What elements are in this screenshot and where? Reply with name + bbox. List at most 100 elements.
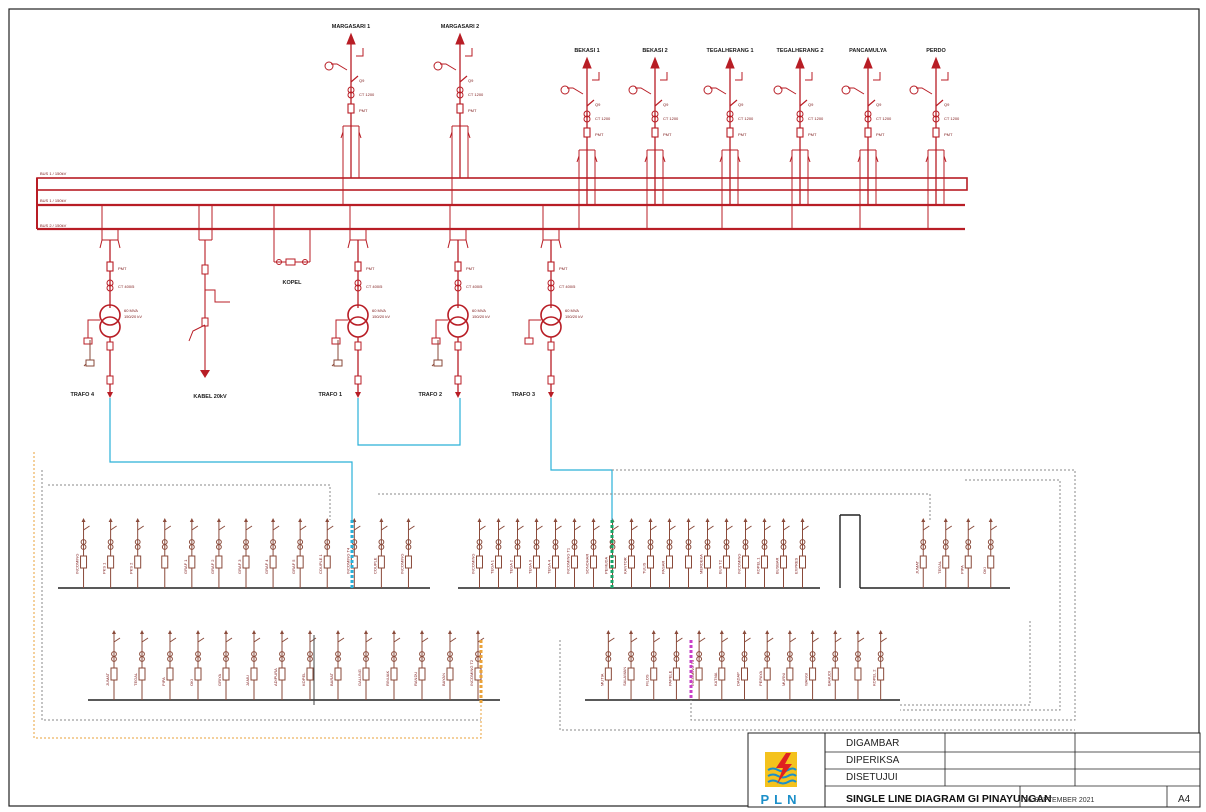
ct-symbol (723, 544, 730, 550)
ct-symbol (855, 656, 861, 662)
cubicle-switch (789, 637, 797, 643)
circuit-breaker (454, 341, 462, 351)
feeder-cubicle: INCOMING (399, 518, 415, 588)
ngr-line (435, 319, 448, 338)
cubicle-switch (698, 637, 706, 643)
disconnector (459, 75, 468, 83)
transformer-label: TRAFO 3 (511, 392, 535, 398)
busbar-label: BUS 2 / 150kV (40, 223, 67, 228)
disconnector (799, 99, 808, 107)
cubicle-switch (218, 525, 226, 531)
cubicle-switch (745, 525, 752, 531)
cubicle-switch (945, 525, 953, 531)
ct-symbol (447, 656, 453, 662)
feeder-cubicle: RANDU (413, 630, 429, 700)
cubicle-label: OKI (982, 567, 987, 574)
ct-symbol (547, 284, 555, 292)
cubicle-switch (630, 637, 638, 643)
cubicle-switch (110, 525, 117, 531)
circuit-breaker (547, 375, 555, 385)
cubicle-arrow (252, 630, 256, 634)
cubicle-label: INCOMING T2 (469, 659, 474, 686)
ct-symbol (476, 544, 483, 550)
equipment-label: Q9 (944, 102, 950, 107)
circuit-breaker (201, 317, 209, 327)
ct-symbol (456, 91, 464, 99)
cubicle-label: GRAF 5 (291, 559, 296, 574)
cubicle-switch (967, 525, 975, 531)
logo-wave (767, 779, 797, 785)
bay-arrow (200, 370, 210, 378)
ct-symbol (454, 284, 462, 292)
circuit-breaker (650, 667, 658, 681)
cubicle-label: SONOHAR (585, 554, 590, 574)
cubicle-label: PAPELE (667, 670, 672, 686)
cubicle-arrow (280, 630, 284, 634)
equipment-label: CT 1200 (595, 116, 611, 121)
ct-symbol (673, 656, 680, 662)
cubicle-switch (922, 525, 930, 531)
cubicle-arrow (724, 518, 729, 522)
cubicle-label: PIPA (959, 565, 964, 574)
cubicle-label: BUS T2 (718, 559, 723, 574)
feeder-cubicle: KOPEL (301, 630, 317, 700)
cubicle-arrow (833, 630, 838, 634)
ct-symbol (799, 544, 806, 550)
cubicle-label: INCOMING (75, 554, 80, 574)
feeder-cubicle: INCOMING T3 (690, 630, 706, 700)
feeder-label: TEGALHERANG 2 (776, 48, 823, 54)
disconnector (350, 75, 359, 83)
cubicle-label: KOPEL 1 (756, 557, 761, 574)
cubicle-arrow (196, 630, 200, 634)
transformer-label: TRAFO 4 (70, 392, 94, 398)
cubicle-label: PIPA (161, 677, 166, 686)
cubicle-label: GALUNG (357, 669, 362, 686)
cubicle-arrow (534, 518, 539, 522)
circuit-breaker (723, 555, 730, 569)
cubicle-arrow (553, 518, 558, 522)
arrester-line (805, 72, 813, 81)
equipment-label: 150/20 kV (565, 314, 583, 319)
cubicle-switch (365, 637, 373, 643)
arrester-line (660, 72, 668, 81)
feeder-cubicle: GRAF 1 (183, 518, 199, 588)
cubicle-label: INCOMING T3 (690, 659, 695, 686)
feeder-cubicle: SONOHAR (585, 518, 600, 588)
feeder-cubicle: PIPA (959, 518, 975, 588)
cubicle-switch (393, 637, 401, 643)
equipment-label: Q9 (468, 78, 474, 83)
cubicle-label: SALAMAN (622, 667, 627, 686)
equipment-label: Q9 (663, 102, 669, 107)
feeder-cubicle: BAYAN (441, 630, 457, 700)
equipment-label: PMT (595, 132, 604, 137)
earth-switch (331, 63, 348, 71)
feeder-cubicle: TEGA 2 (509, 518, 524, 588)
circuit-breaker (106, 375, 114, 385)
aux-element (85, 359, 95, 367)
circuit-breaker (583, 127, 591, 138)
cubicle-arrow (308, 630, 312, 634)
cubicle-arrow (921, 518, 926, 522)
transformer-secondary (540, 316, 562, 338)
cubicle-arrow (781, 518, 786, 522)
ct-symbol (354, 284, 362, 292)
title-block-row-label: DIGAMBAR (846, 738, 899, 749)
equipment-label: PMT (466, 266, 475, 271)
cubicle-arrow (108, 518, 113, 522)
vt-symbol (324, 61, 334, 71)
cubicle-arrow (943, 518, 948, 522)
arrester-line (941, 72, 949, 81)
circuit-breaker (647, 555, 654, 569)
title-block-row-label: DISETUJUI (846, 772, 898, 783)
circuit-breaker (932, 127, 940, 138)
ct-symbol (106, 279, 114, 287)
cubicle-switch (990, 525, 998, 531)
cubicle-switch (449, 637, 457, 643)
circuit-breaker (672, 667, 680, 681)
